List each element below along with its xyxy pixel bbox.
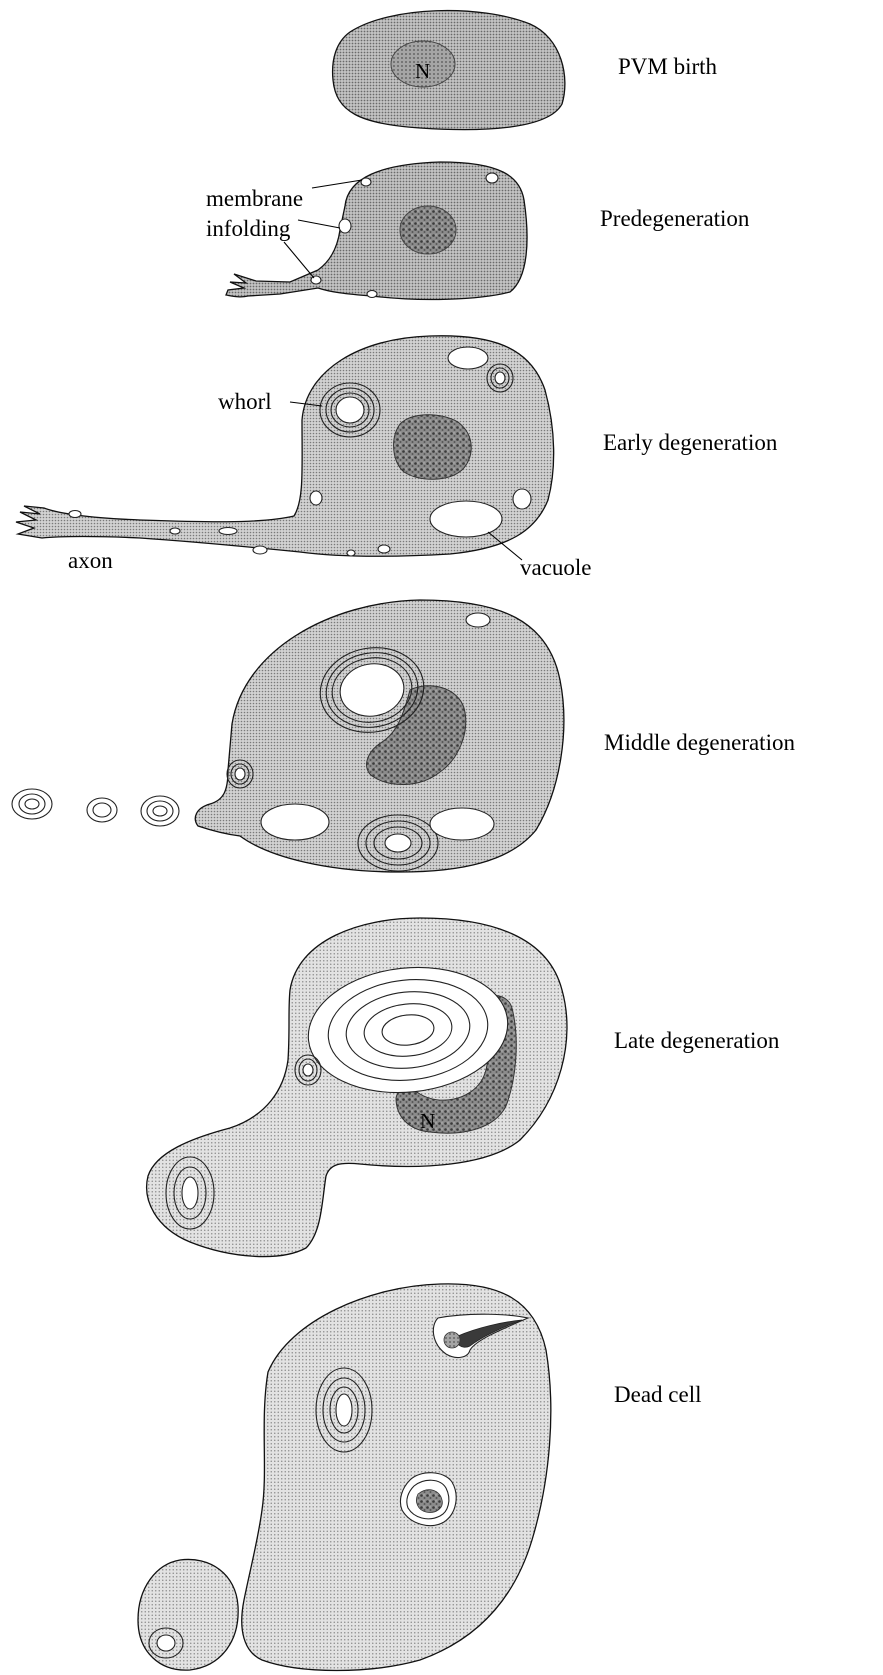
nucleus xyxy=(394,415,472,480)
detached-fragment xyxy=(138,1559,238,1670)
nucleus xyxy=(400,206,456,254)
shed-whorl xyxy=(12,789,52,819)
infolding-vesicle xyxy=(361,178,371,186)
shed-whorl xyxy=(141,796,179,826)
infolding-vesicle xyxy=(311,276,321,284)
small-whorl xyxy=(487,364,513,392)
stage-pvm-birth: N PVM birth xyxy=(333,11,718,130)
membrane-label-line1: membrane xyxy=(206,186,303,211)
small-vesicle xyxy=(219,528,237,535)
small-vesicle xyxy=(347,550,355,556)
stage-late-degeneration: N Late degeneration xyxy=(147,918,780,1257)
stage-label-dead-cell: Dead cell xyxy=(614,1382,701,1407)
stage-label-early-degeneration: Early degeneration xyxy=(603,430,778,455)
vacuole-label: vacuole xyxy=(520,555,592,580)
shed-whorl xyxy=(87,798,117,822)
cell-body xyxy=(242,1284,551,1671)
condensed-nucleus-lower xyxy=(400,1473,456,1526)
stage-middle-degeneration: Middle degeneration xyxy=(12,600,795,872)
infolding-vesicle xyxy=(486,173,498,183)
axon-label: axon xyxy=(68,548,113,573)
stage-label-pvm-birth: PVM birth xyxy=(618,54,718,79)
stage-label-middle-degeneration: Middle degeneration xyxy=(604,730,795,755)
whorl-label: whorl xyxy=(218,389,272,414)
vacuole xyxy=(261,804,329,840)
stage-predegeneration: membrane infolding Predegeneration xyxy=(206,162,750,299)
small-vesicle xyxy=(513,489,531,509)
vacuole xyxy=(430,501,502,537)
small-vesicle xyxy=(310,491,322,505)
stage-label-predegeneration: Predegeneration xyxy=(600,206,750,231)
small-whorl xyxy=(295,1055,321,1085)
stage-dead-cell: Dead cell xyxy=(138,1284,701,1671)
small-vesicle xyxy=(253,546,267,554)
infolding-vesicle xyxy=(367,291,377,298)
small-vesicle xyxy=(378,545,390,553)
infolding-vesicle xyxy=(339,219,351,233)
small-vesicle xyxy=(69,511,81,518)
membrane-leader-line xyxy=(298,220,340,228)
small-whorl xyxy=(227,760,253,788)
vacuole xyxy=(430,808,494,840)
vacuole xyxy=(466,613,490,627)
vacuole xyxy=(448,347,488,369)
cell-body xyxy=(195,600,564,872)
small-vesicle xyxy=(170,528,180,534)
membrane-leader-line xyxy=(284,242,314,278)
membrane-label-line2: infolding xyxy=(206,216,291,241)
stage-label-late-degeneration: Late degeneration xyxy=(614,1028,780,1053)
stage-early-degeneration: whorl axon vacuole Early degeneration xyxy=(16,336,778,580)
nucleus-label: N xyxy=(415,59,430,83)
nucleus-label: N xyxy=(420,1109,435,1133)
